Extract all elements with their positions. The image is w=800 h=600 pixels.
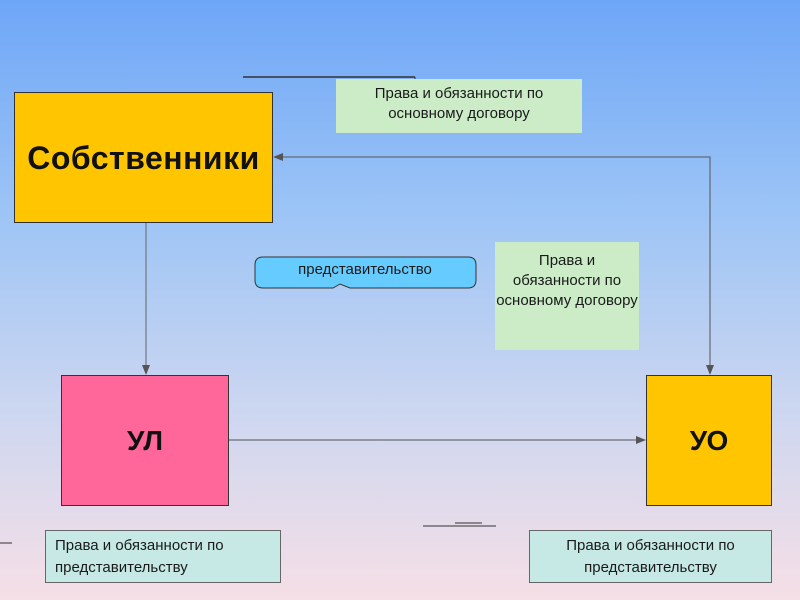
note-middle: Права и обязанности по основному договор… — [495, 242, 639, 350]
arrow-owner-to-uo — [274, 156, 714, 375]
node-ul: УЛ — [61, 375, 229, 506]
note-top: Права и обязанности по основному договор… — [336, 79, 582, 133]
note-top-text: Права и обязанности по основному договор… — [374, 85, 544, 122]
node-ul-label: УЛ — [127, 424, 163, 456]
note-ul-bottom-text: Права и обязанности по представительству — [55, 537, 224, 576]
node-owner: Собственники — [14, 92, 273, 223]
note-uo-bottom-text: Права и обязанности по представительству — [566, 537, 735, 576]
callout-label: представительство — [298, 261, 432, 278]
node-owner-label: Собственники — [27, 139, 260, 176]
node-uo-label: УО — [689, 424, 729, 456]
note-middle-text: Права и обязанности по основному договор… — [496, 252, 638, 309]
callout-bubble — [254, 256, 477, 289]
node-uo: УО — [646, 375, 772, 506]
note-uo-bottom: Права и обязанности по представительству — [529, 530, 772, 583]
note-ul-bottom: Права и обязанности по представительству — [45, 530, 281, 583]
